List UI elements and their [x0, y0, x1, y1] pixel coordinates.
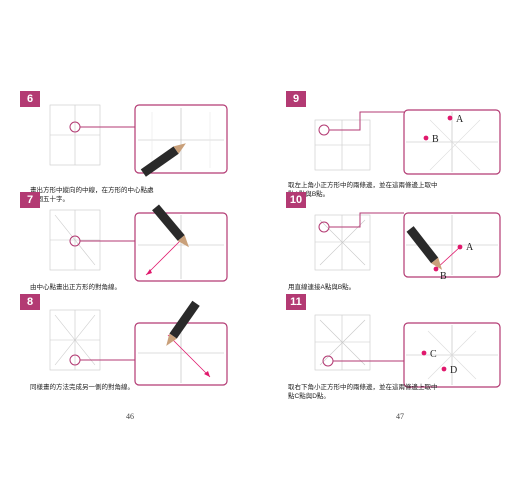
- caption-line: 取右下角小正方形中的兩條邊，並在這兩條邊上取中: [288, 384, 438, 391]
- caption-line: 由中心點畫出正方形的對角線。: [30, 284, 121, 291]
- step-10-illustration: A B: [314, 212, 501, 282]
- step-7-illustration: [49, 204, 228, 282]
- step-number-badge: 9: [286, 91, 306, 107]
- point-label-b: B: [432, 134, 439, 145]
- caption-line: 畫出方形中縱向的中線，在方形的中心點處: [30, 187, 154, 194]
- step-8-caption: 同樣畫的方法完成另一側的對角線。: [30, 383, 180, 392]
- caption-line: 取左上角小正方形中的兩條邊，並在這兩條邊上取中: [288, 182, 438, 189]
- step-number-badge: 8: [20, 294, 40, 310]
- point-label-c: C: [430, 349, 437, 360]
- point-label-a: A: [456, 114, 464, 125]
- point-label-a: A: [466, 242, 474, 253]
- caption-line: 一個五十字。: [30, 196, 69, 203]
- pencil-icon: [406, 226, 443, 270]
- caption-line: 同樣畫的方法完成另一側的對角線。: [30, 384, 134, 391]
- step-number-badge: 10: [286, 192, 306, 208]
- pencil-icon: [140, 143, 186, 177]
- point-label-d: D: [450, 365, 457, 376]
- step-11-caption: 取右下角小正方形中的兩條邊，並在這兩條邊上取中 點C點與D點。: [288, 383, 488, 401]
- step-number-badge: 7: [20, 192, 40, 208]
- step-6-illustration: [49, 104, 228, 177]
- pencil-icon: [152, 204, 189, 248]
- step-9-illustration: A B: [314, 109, 501, 175]
- pencil-icon: [166, 300, 200, 346]
- caption-line: 點A點與B點。: [288, 191, 330, 198]
- page-number-left: 46: [126, 412, 134, 421]
- step-number-badge: 11: [286, 294, 306, 310]
- step-7-caption: 由中心點畫出正方形的對角線。: [30, 283, 180, 292]
- point-label-b: B: [440, 271, 447, 282]
- step-number-badge: 6: [20, 91, 40, 107]
- step-9-caption: 取左上角小正方形中的兩條邊，並在這兩條邊上取中 點A點與B點。: [288, 181, 488, 199]
- step-6-caption: 畫出方形中縱向的中線，在方形的中心點處 一個五十字。: [30, 186, 180, 204]
- caption-line: 點C點與D點。: [288, 393, 330, 400]
- caption-line: 用直線連接A點與B點。: [288, 284, 356, 291]
- page-number-right: 47: [396, 412, 404, 421]
- step-8-illustration: [49, 300, 228, 386]
- step-11-illustration: C D: [314, 314, 501, 388]
- step-10-caption: 用直線連接A點與B點。: [288, 283, 488, 292]
